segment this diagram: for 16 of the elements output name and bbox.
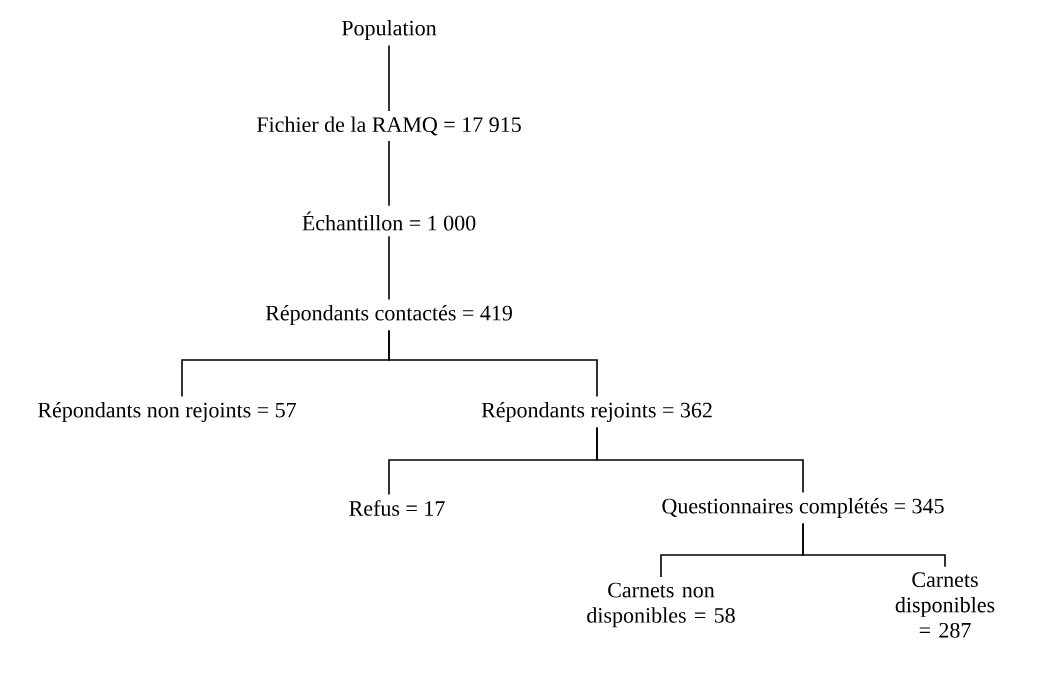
node-text: Carnets non disponibles = 58 [587,582,735,628]
node-text: Refus = 17 [349,500,445,516]
node-text: Population [341,20,437,40]
node-text: Répondants rejoints = 362 [481,402,712,422]
node-text: Répondants contactés = 419 [265,305,512,325]
tree-connector [596,426,804,494]
tree-connector [388,329,598,398]
connector-line [388,140,390,207]
node-text: Échantillon = 1 000 [302,211,476,231]
connector-line [388,235,390,301]
node-text: Fichier de la RAMQ = 17 915 [256,116,521,136]
node-text: Répondants non rejoints = 57 [38,402,297,422]
node-text: Carnets disponibles = 287 [895,572,995,638]
connector-line [388,44,390,112]
node-text: Questionnaires complétés = 345 [662,498,944,518]
tree-connector [802,522,946,568]
